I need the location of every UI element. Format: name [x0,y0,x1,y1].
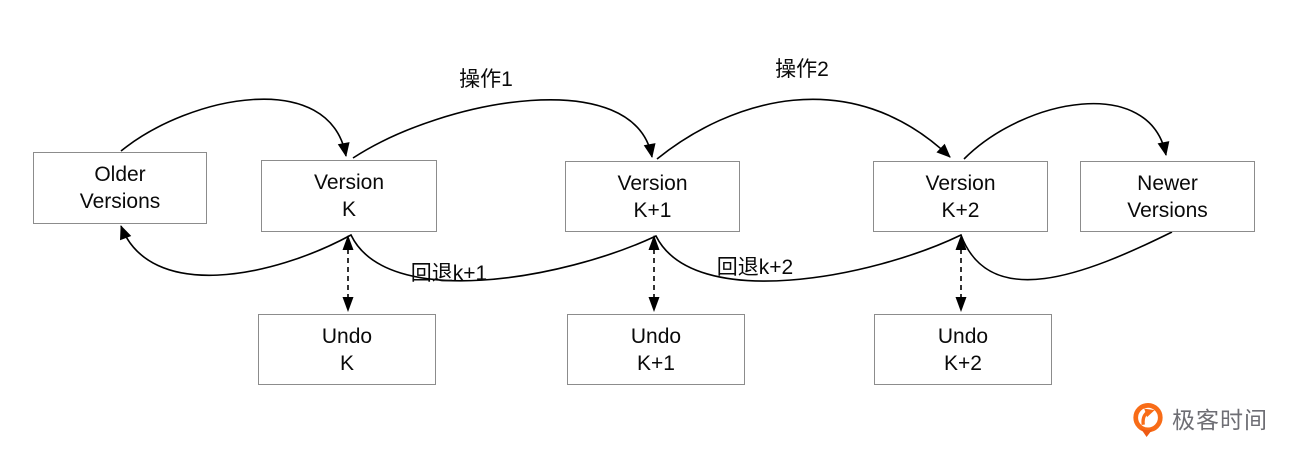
box-label-line2: K+2 [944,351,982,375]
box-older-versions: Older Versions [33,152,207,224]
arrow-up-icon [648,235,660,250]
box-label-line2: K+1 [637,351,675,375]
box-label-line1: Undo [937,324,989,348]
box-label-line2: K [341,198,356,221]
box-label-line1: Version [313,171,385,194]
box-label-line1: Version [617,171,688,195]
dashed-connector-k2 [955,235,967,312]
edge-version-k2-to-newer [963,102,1170,160]
dashed-connector-k [342,235,354,312]
box-label-line1: Version [925,171,996,195]
label-operation-1: 操作1 [459,68,513,91]
edge-version-k-to-k1 [352,99,656,159]
box-undo-k1: Undo K+1 [567,314,745,385]
box-label-line1: Older [94,163,146,186]
box-newer-versions: Newer Versions [1080,161,1255,232]
box-undo-k2: Undo K+2 [874,314,1052,385]
box-label-line1: Undo [321,324,373,348]
box-label-line1: Undo [630,324,682,348]
dashed-connector-k1 [648,235,660,312]
box-undo-k: Undo K [258,314,436,385]
box-label-line2: Versions [1127,198,1208,222]
edge-rollback-chain [120,225,1173,282]
edge-version-k1-to-k2 [656,98,951,160]
label-rollback-k1: 回退k+1 [410,262,488,285]
box-label-line1: Newer [1137,171,1198,195]
edge-older-to-version-k [120,98,350,157]
arrow-up-icon [342,235,354,250]
box-label-line2: K [339,351,354,375]
box-label-line2: K+2 [941,198,980,222]
box-version-k1: Version K+1 [565,161,740,232]
arrow-down-icon [955,297,967,312]
label-rollback-k2: 回退k+2 [716,256,794,279]
box-label-line2: Versions [79,190,161,213]
arrow-down-icon [648,297,660,312]
box-version-k2: Version K+2 [873,161,1048,232]
arrow-down-icon [342,297,354,312]
box-label-line2: K+1 [633,198,672,222]
box-version-k: Version K [261,160,437,232]
geektime-logo: 极客时间 [1131,402,1268,438]
arrow-up-icon [955,235,967,250]
label-operation-2: 操作2 [775,58,829,81]
logo-text: 极客时间 [1172,407,1268,433]
geektime-pin-arrow-icon [1133,402,1163,437]
